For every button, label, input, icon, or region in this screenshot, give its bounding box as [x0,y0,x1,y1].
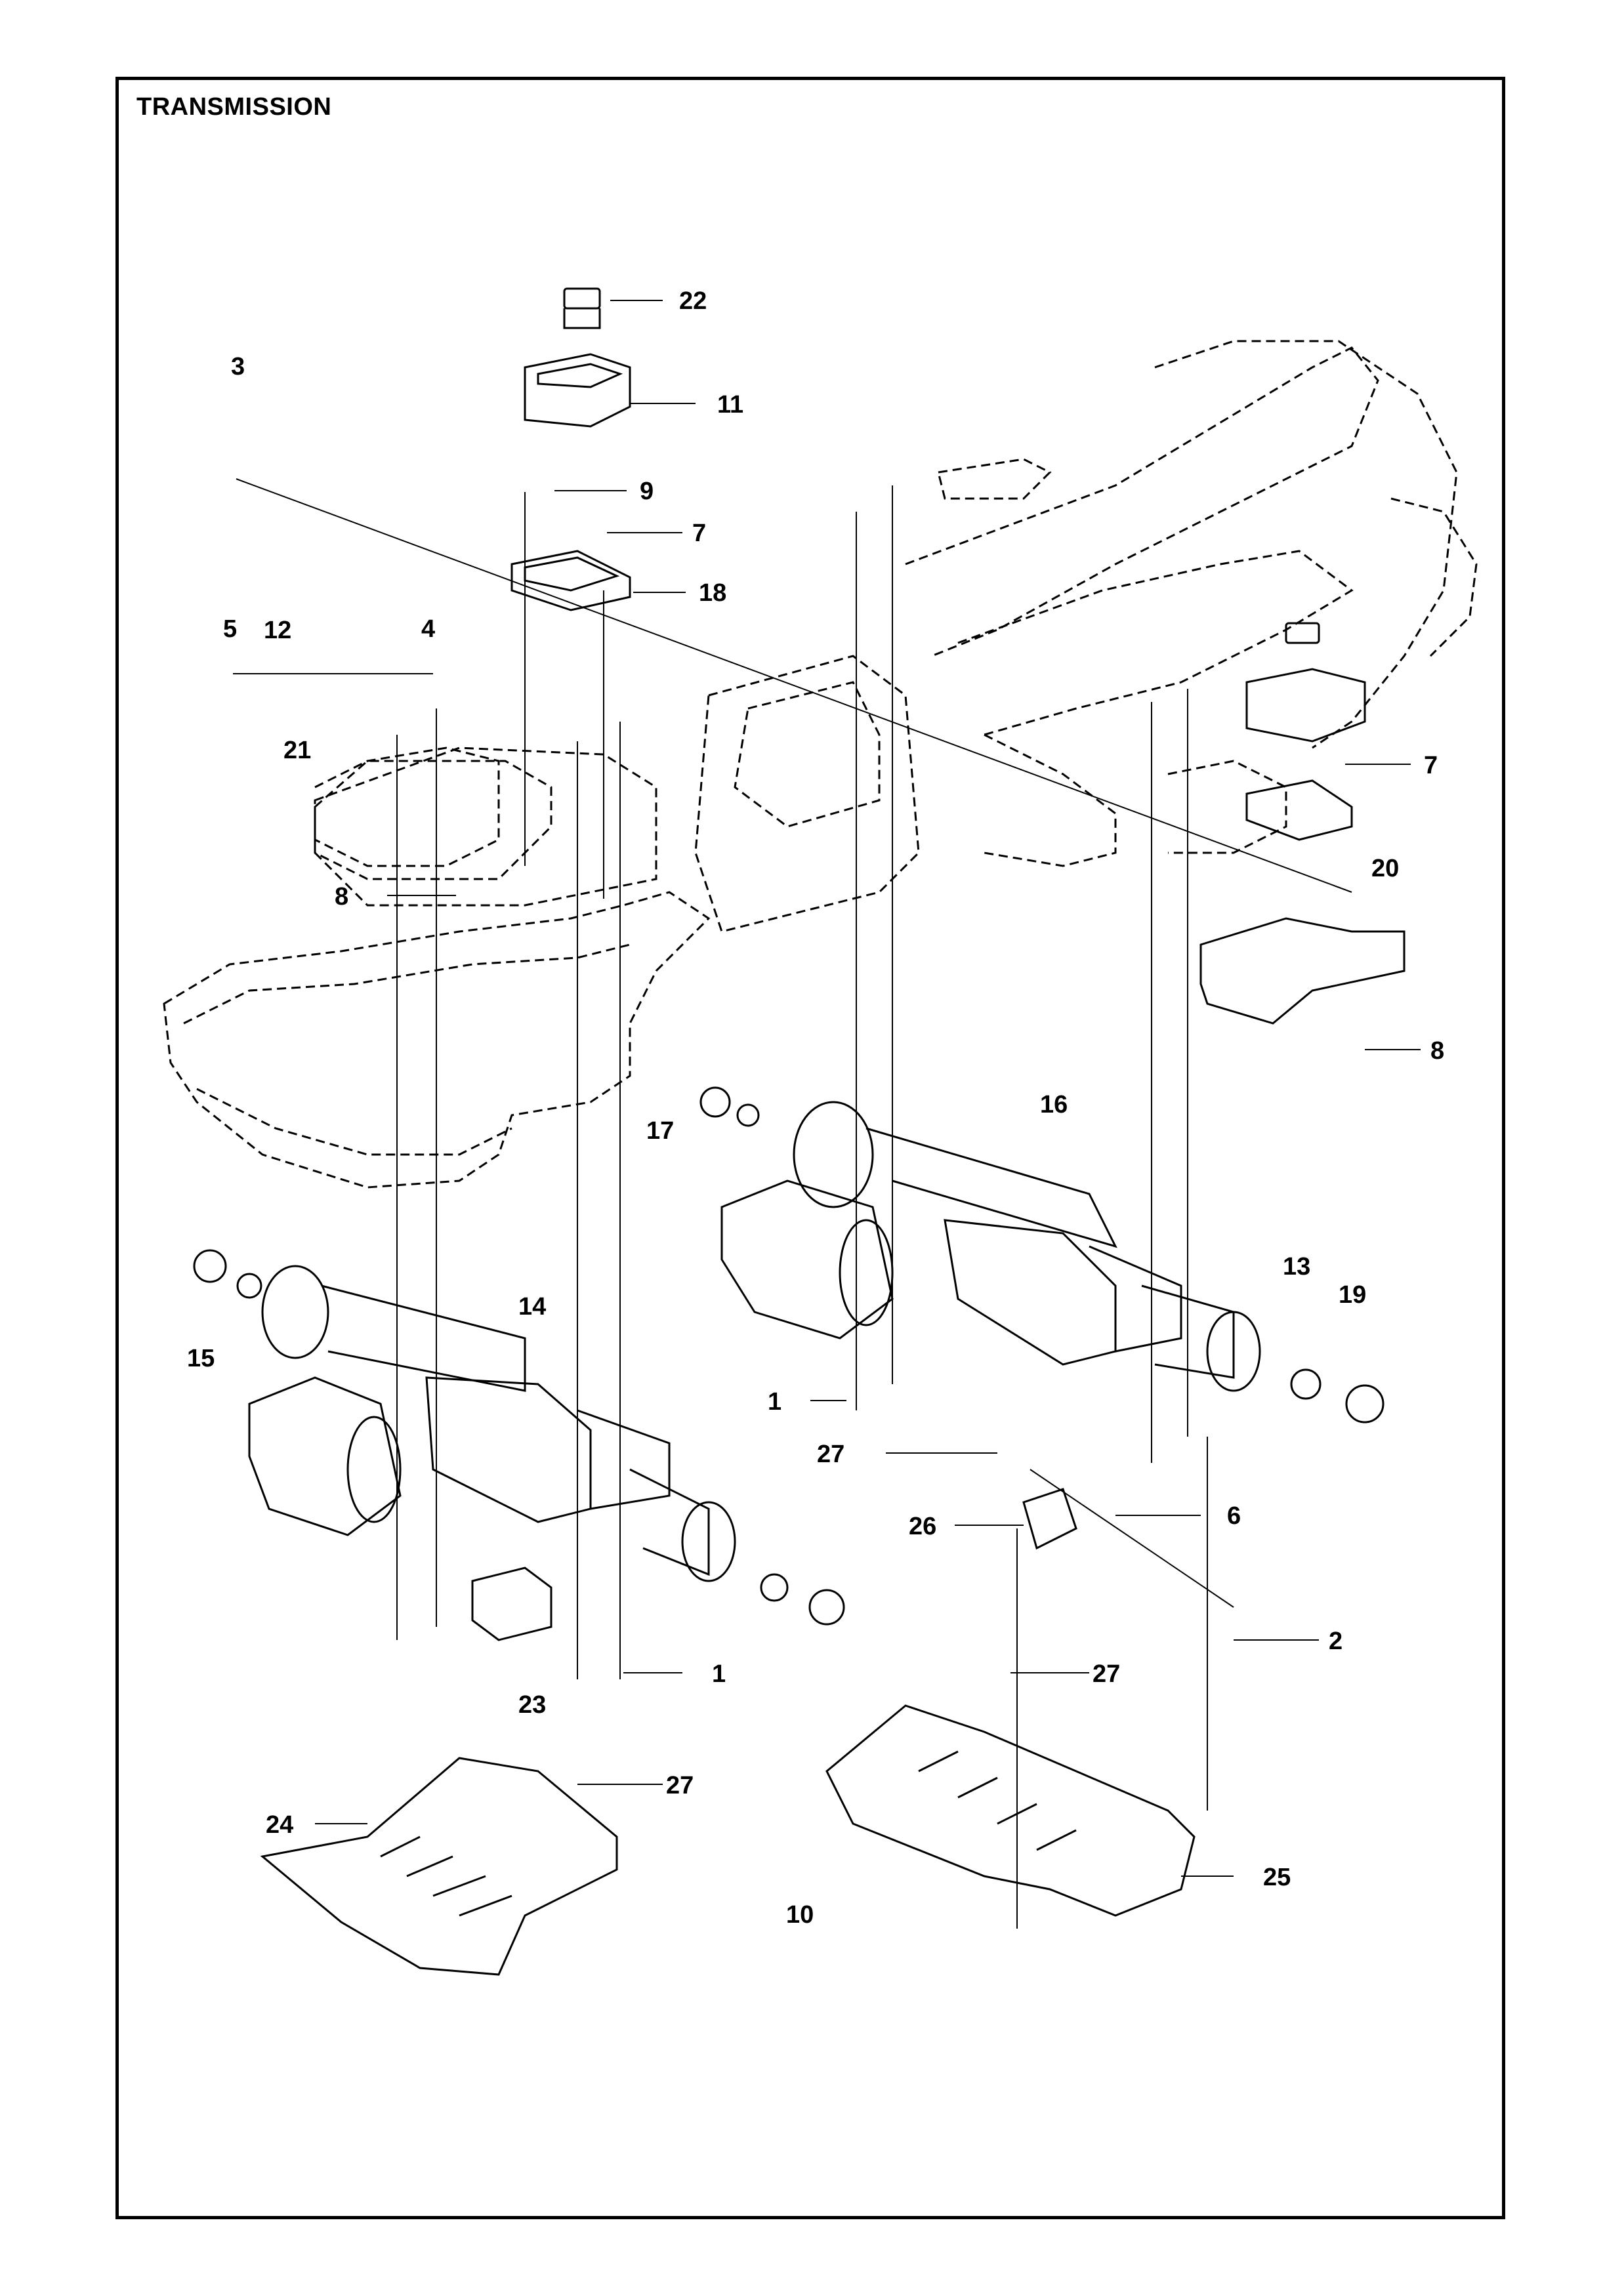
callout-26: 26 [909,1513,937,1540]
callout-14: 14 [518,1293,547,1321]
callout-8-right: 8 [1430,1037,1445,1065]
bracket-20 [1199,917,1405,1025]
skid-plate-right [825,1704,1196,1917]
callout-6: 6 [1227,1502,1241,1530]
callout-13: 13 [1283,1253,1311,1281]
callout-7-upper: 7 [692,520,707,547]
axle-assembly-left [261,1265,845,1626]
callout-9: 9 [640,478,654,505]
electric-motor-right [720,1179,894,1340]
callout-27-upper: 27 [817,1441,845,1468]
callout-22: 22 [679,287,707,315]
seal-ring [736,1103,760,1127]
callout-18: 18 [699,579,727,607]
callout-19: 19 [1339,1281,1367,1309]
skid-plate-left [260,1757,618,1976]
seal-ring [193,1249,227,1283]
callout-11: 11 [717,391,744,419]
callout-4: 4 [421,615,436,643]
bracket-26 [1022,1488,1077,1550]
callout-1-left: 1 [712,1660,726,1688]
bracket-23 [471,1567,552,1641]
controller-unit-right [1245,622,1366,841]
callout-23: 23 [518,1691,547,1719]
seal-ring [699,1086,731,1118]
callout-25: 25 [1263,1864,1291,1891]
chassis-frame [163,340,1478,1189]
diagram-frame [115,77,1505,2219]
callout-20: 20 [1371,855,1400,882]
callout-10: 10 [786,1901,814,1929]
page-title: TRANSMISSION [136,93,332,121]
controller-unit-upper [524,287,631,428]
assembly-lines [236,478,1352,1929]
callout-5: 5 [223,615,238,643]
callout-3: 3 [231,353,245,380]
callout-16: 16 [1040,1091,1068,1118]
callout-21: 21 [283,737,312,764]
callout-15: 15 [187,1345,215,1372]
circuit-board-upper [510,550,631,611]
callout-7-right: 7 [1424,752,1438,779]
callout-24: 24 [266,1811,294,1839]
callout-12: 12 [264,617,292,644]
callout-27-right: 27 [1093,1660,1121,1688]
leader-lines [233,300,1421,1877]
callout-2: 2 [1329,1628,1343,1655]
electric-motor-left [248,1376,402,1536]
callout-27-left: 27 [666,1772,694,1799]
callout-1-right: 1 [768,1388,782,1416]
callout-8-left: 8 [335,883,349,911]
callout-17: 17 [646,1117,675,1145]
seal-ring [236,1273,262,1299]
mounting-plate [314,760,552,880]
